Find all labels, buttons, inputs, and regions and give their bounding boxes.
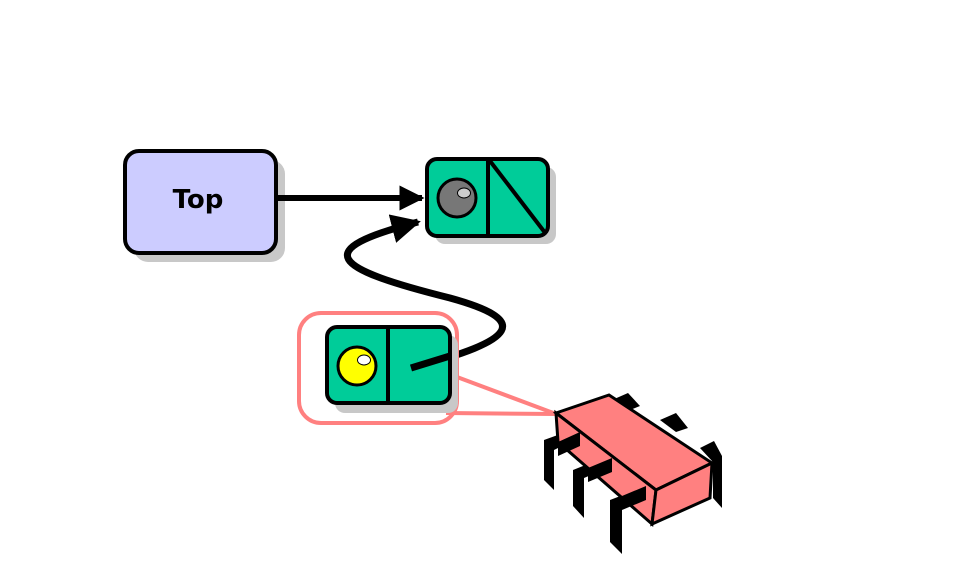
memory-chip-icon	[544, 393, 722, 554]
target-node	[425, 157, 556, 244]
pointer-to-target-edge	[344, 214, 506, 372]
pointer-indicator-highlight	[357, 354, 371, 366]
target-indicator-icon	[436, 177, 478, 219]
callout-line-lower	[445, 411, 557, 416]
top-node-box	[123, 149, 278, 255]
top-node: Top	[123, 149, 285, 262]
top-node-label: Top	[173, 185, 224, 215]
empty-cell-icon	[409, 352, 452, 372]
split-slash-cell-icon	[488, 159, 548, 236]
target-indicator-highlight	[457, 187, 471, 199]
pointer-indicator-icon	[336, 345, 378, 387]
pointer-node	[325, 325, 458, 413]
callout-line-upper	[456, 375, 557, 416]
